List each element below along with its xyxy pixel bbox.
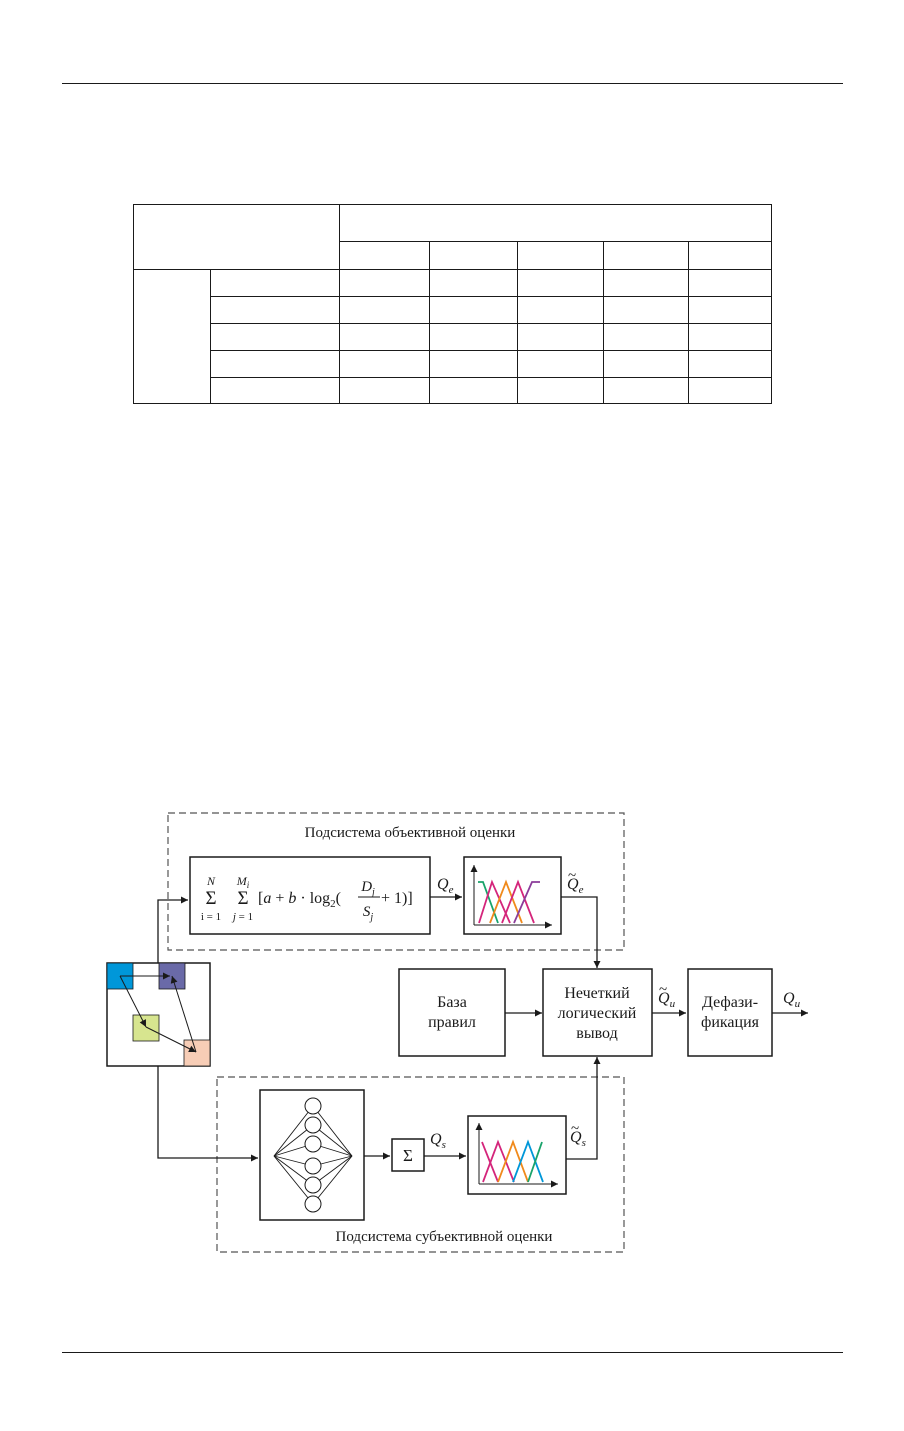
table-cell <box>688 350 772 378</box>
label-qe-fuzzy: Qe <box>567 876 584 896</box>
svg-text:фикация: фикация <box>701 1014 760 1031</box>
tilde-qs: ~ <box>571 1121 579 1137</box>
arrow-to-formula <box>157 896 188 963</box>
svg-text:N: N <box>206 874 216 888</box>
label-qs: Qs <box>430 1131 446 1151</box>
rule-base-block: База правил <box>398 968 506 1057</box>
subjective-subsystem-label: Подсистема субъективной оценки <box>336 1229 553 1245</box>
table-cell <box>517 269 604 297</box>
empty-table <box>132 204 772 404</box>
label-qe: Qe <box>437 876 454 896</box>
table-cell <box>339 350 430 378</box>
region-square-lime <box>132 1014 160 1042</box>
neuron <box>304 1097 322 1115</box>
table-cell <box>210 269 340 297</box>
label-qu-fuzzy: Qu <box>658 990 676 1010</box>
table-cell <box>688 377 772 404</box>
table-cell <box>339 377 430 404</box>
table-cell <box>210 323 340 351</box>
svg-text:+ 1)]: + 1)] <box>381 890 413 907</box>
table-cell <box>429 269 518 297</box>
table-cell <box>688 323 772 351</box>
table-cell <box>339 323 430 351</box>
table-cell <box>339 296 430 324</box>
svg-text:правил: правил <box>428 1014 476 1031</box>
table-cell <box>517 296 604 324</box>
table-header-corner <box>133 204 340 270</box>
evaluation-diagram: Подсистема объективной оценки Подсистема… <box>106 812 808 1253</box>
table-cell <box>210 350 340 378</box>
table-cell <box>517 377 604 404</box>
svg-text:Σ: Σ <box>205 888 216 909</box>
table-row-group <box>132 269 212 404</box>
table-cell <box>603 350 689 378</box>
table-cell <box>210 377 340 404</box>
fuzzifier-objective <box>463 856 562 935</box>
table-cell <box>429 296 518 324</box>
neuron <box>304 1116 322 1134</box>
table-cell <box>210 296 340 324</box>
sum-block: Σ <box>391 1138 425 1172</box>
svg-text:Дефази-: Дефази- <box>702 994 758 1011</box>
svg-text:вывод: вывод <box>576 1025 617 1042</box>
objective-subsystem-frame <box>167 812 625 951</box>
svg-text:[a + b · log2(: [a + b · log2( <box>258 890 341 910</box>
arrow-qs-fuzzy <box>566 1057 601 1160</box>
label-qu: Qu <box>783 990 801 1010</box>
table-header-cell <box>339 240 430 271</box>
table-header-cell <box>688 240 772 271</box>
table-header-cell <box>517 240 604 271</box>
neuron <box>304 1157 322 1175</box>
svg-text:Sj: Sj <box>363 904 374 923</box>
svg-text:Σ: Σ <box>237 888 248 909</box>
input-image-block <box>106 962 211 1067</box>
svg-text:i = 1: i = 1 <box>201 911 221 923</box>
subjective-subsystem-frame <box>216 1076 625 1253</box>
arrow-qe-fuzzy <box>561 896 601 968</box>
tilde-qe: ~ <box>568 868 576 884</box>
table-cell <box>603 269 689 297</box>
neuron <box>304 1135 322 1153</box>
table-cell <box>339 269 430 297</box>
defuzzification-block: Дефази- фикация <box>687 968 773 1057</box>
table-cell <box>688 296 772 324</box>
arrow-to-network <box>157 1066 258 1162</box>
svg-text:Σ: Σ <box>403 1146 413 1165</box>
table-header-cell <box>603 240 689 271</box>
table-cell <box>517 323 604 351</box>
table-cell <box>603 296 689 324</box>
neural-network-block <box>259 1089 365 1221</box>
formula-block: N Σ i = 1 Mi Σ j = 1 [a + b · log2( Dj S… <box>189 856 431 935</box>
tilde-qu: ~ <box>659 982 667 998</box>
fuzzifier-subjective <box>467 1115 567 1195</box>
svg-text:Dj: Dj <box>360 879 375 898</box>
table-cell <box>429 323 518 351</box>
table-cell <box>688 269 772 297</box>
table-header-group <box>339 204 772 242</box>
fuzzy-inference-block: Нечеткий логический вывод <box>542 968 653 1057</box>
svg-text:Mi: Mi <box>236 874 250 890</box>
svg-text:Нечеткий: Нечеткий <box>564 985 630 1002</box>
table-cell <box>603 323 689 351</box>
svg-text:База: База <box>437 994 467 1011</box>
table-cell <box>517 350 604 378</box>
table-cell <box>603 377 689 404</box>
table-cell <box>429 377 518 404</box>
neuron <box>304 1176 322 1194</box>
neuron <box>304 1195 322 1213</box>
objective-subsystem-label: Подсистема объективной оценки <box>305 825 516 841</box>
table-cell <box>429 350 518 378</box>
label-qs-fuzzy: Qs <box>570 1129 586 1149</box>
svg-text:логический: логический <box>558 1005 637 1022</box>
table-header-cell <box>429 240 518 271</box>
svg-text:j = 1: j = 1 <box>231 911 253 923</box>
region-square-peach <box>183 1039 211 1067</box>
bottom-rule <box>62 1352 843 1353</box>
top-rule <box>62 83 843 84</box>
